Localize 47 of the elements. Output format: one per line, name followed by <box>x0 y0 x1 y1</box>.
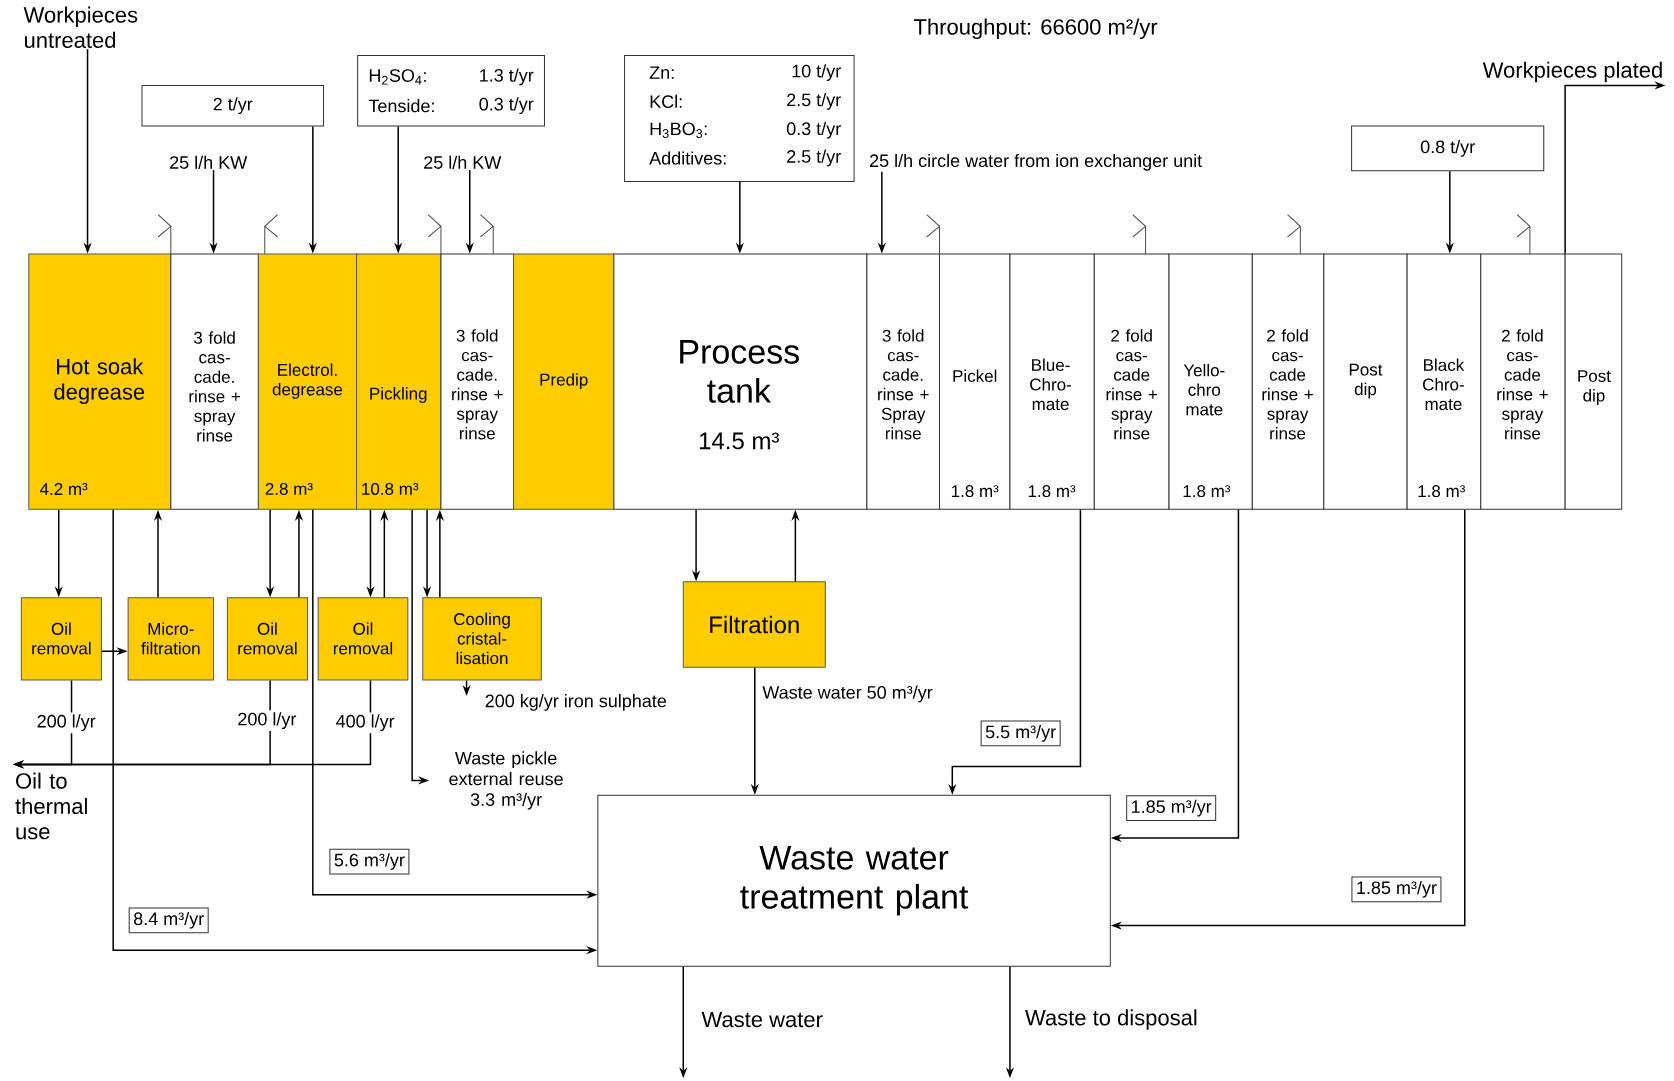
workpiece-label: Workpieces plated <box>1482 61 1662 82</box>
tank: Post dip <box>1323 253 1408 510</box>
workpiece-label: Workpieces untreated <box>23 6 138 48</box>
tank: Post dip <box>1564 253 1623 510</box>
supply-box: Zn: 10 t/yr KCl: 2.5 t/yr H$_{3}$BO$_{3}$: 0.3 t/yr Additives: 2.5 t/yr <box>624 54 855 182</box>
tank: Yello- chro mate 1.8 m³ <box>1168 253 1253 510</box>
treatment-box: Micro- filtration <box>127 597 214 681</box>
tank: 2 fold cas- cade rinse + spray rinse <box>1251 253 1325 510</box>
flow-rate-box: 1.85 m³/yr <box>1126 795 1217 821</box>
edge-label: 200 l/yr <box>235 710 299 731</box>
supply-label: 25 l/h KW <box>424 155 502 169</box>
edge-label: Waste water <box>699 1009 825 1029</box>
edge-label: Waste water 50 m³/yr <box>760 683 935 705</box>
flow-rate-box: 8.4 m³/yr <box>128 907 209 933</box>
tank: Black Chro- mate 1.8 m³ <box>1406 253 1482 510</box>
treatment-box: Filtration <box>682 581 826 668</box>
tank: 3 fold cas- cade. rinse + Spray rinse <box>866 253 940 510</box>
flow-rate-box: 1.85 m³/yr <box>1351 876 1442 902</box>
plant-box: Waste water treatment plant <box>597 794 1111 967</box>
output-label: Oil to thermal use <box>15 772 87 840</box>
treatment-box: Cooling cristal- lisation <box>422 597 542 681</box>
tank: Electrol. degrease 2.8 m³ <box>257 253 358 510</box>
tank: 3 fold cas- cade. rinse + spray rinse <box>440 253 514 510</box>
supply-box: H$_{2}$SO$_{4}$: 1.3 t/yr Tenside: 0.3 t/yr <box>357 54 545 127</box>
treatment-box: Oil removal <box>317 597 409 681</box>
supply-box: 2 t/yr <box>141 84 324 127</box>
treatment-box: Oil removal <box>20 597 102 681</box>
tank: Predip <box>513 253 615 510</box>
tank: 3 fold cas- cade. rinse + spray rinse <box>170 253 259 510</box>
edge-label: 400 l/yr <box>333 712 397 733</box>
throughput-label: Throughput: 66600 m²/yr <box>914 18 1158 39</box>
output-label: Waste pickle external reuse 3.3 m³/yr <box>449 751 563 810</box>
tank: Pickling 10.8 m³ <box>356 253 442 510</box>
supply-box: 0.8 t/yr <box>1351 125 1545 172</box>
supply-label: 25 l/h circle water from ion exchanger unit <box>870 153 1203 171</box>
edge-label: Waste to disposal <box>1022 1007 1200 1032</box>
tank: 2 fold cas- cade rinse + spray rinse <box>1093 253 1170 510</box>
tank: Blue- Chro- mate 1.8 m³ <box>1009 253 1095 510</box>
flow-rate-box: 5.5 m³/yr <box>980 720 1061 747</box>
edge-label: 200 l/yr <box>34 712 98 733</box>
tank: Hot soak degrease 4.2 m³ <box>28 253 172 510</box>
treatment-box: Oil removal <box>226 597 308 681</box>
edge-label: 200 kg/yr iron sulphate <box>482 691 669 713</box>
tank: Pickel 1.8 m³ <box>939 253 1011 510</box>
flow-rate-box: 5.6 m³/yr <box>329 848 410 875</box>
supply-label: 25 l/h KW <box>170 155 248 169</box>
tank: 2 fold cas- cade rinse + spray rinse <box>1480 253 1566 510</box>
